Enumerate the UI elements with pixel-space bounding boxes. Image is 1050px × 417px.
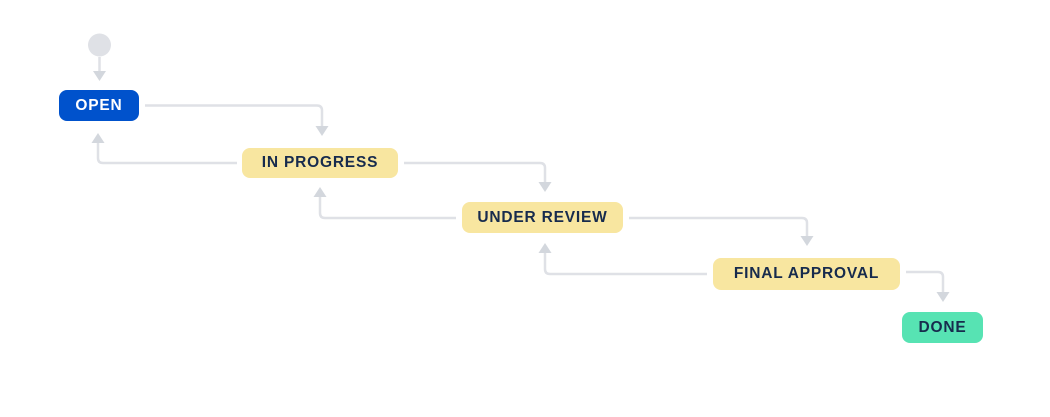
transition-start-to-open <box>88 33 111 81</box>
status-label: FINAL APPROVAL <box>733 265 880 282</box>
arrow-down-icon <box>800 236 814 246</box>
transition-under-review-to-in-progress <box>313 187 456 220</box>
transition-open-to-in-progress <box>145 104 329 136</box>
transition-under-review-to-final-approval <box>629 216 814 246</box>
status-under-review[interactable]: UNDER REVIEW <box>462 202 623 233</box>
transition-final-approval-to-under-review <box>538 243 707 276</box>
transition-final-approval-to-done <box>906 270 950 302</box>
status-label: IN PROGRESS <box>261 154 379 171</box>
arrow-up-icon <box>313 187 327 197</box>
status-final-approval[interactable]: FINAL APPROVAL <box>713 258 900 290</box>
arrow-up-icon <box>538 243 552 253</box>
transition-in-progress-to-open <box>91 133 237 165</box>
status-in-progress[interactable]: IN PROGRESS <box>242 148 398 178</box>
status-label: UNDER REVIEW <box>477 208 608 226</box>
arrow-down-icon <box>315 126 329 136</box>
status-done[interactable]: DONE <box>902 312 983 343</box>
arrow-down-icon <box>93 71 106 81</box>
transition-in-progress-to-under-review <box>404 161 552 192</box>
arrow-down-icon <box>936 292 950 302</box>
status-label: DONE <box>918 318 967 336</box>
arrow-up-icon <box>91 133 105 143</box>
start-node <box>88 33 111 57</box>
status-label: OPEN <box>75 96 123 114</box>
status-open[interactable]: OPEN <box>59 90 139 121</box>
arrow-down-icon <box>538 182 552 192</box>
